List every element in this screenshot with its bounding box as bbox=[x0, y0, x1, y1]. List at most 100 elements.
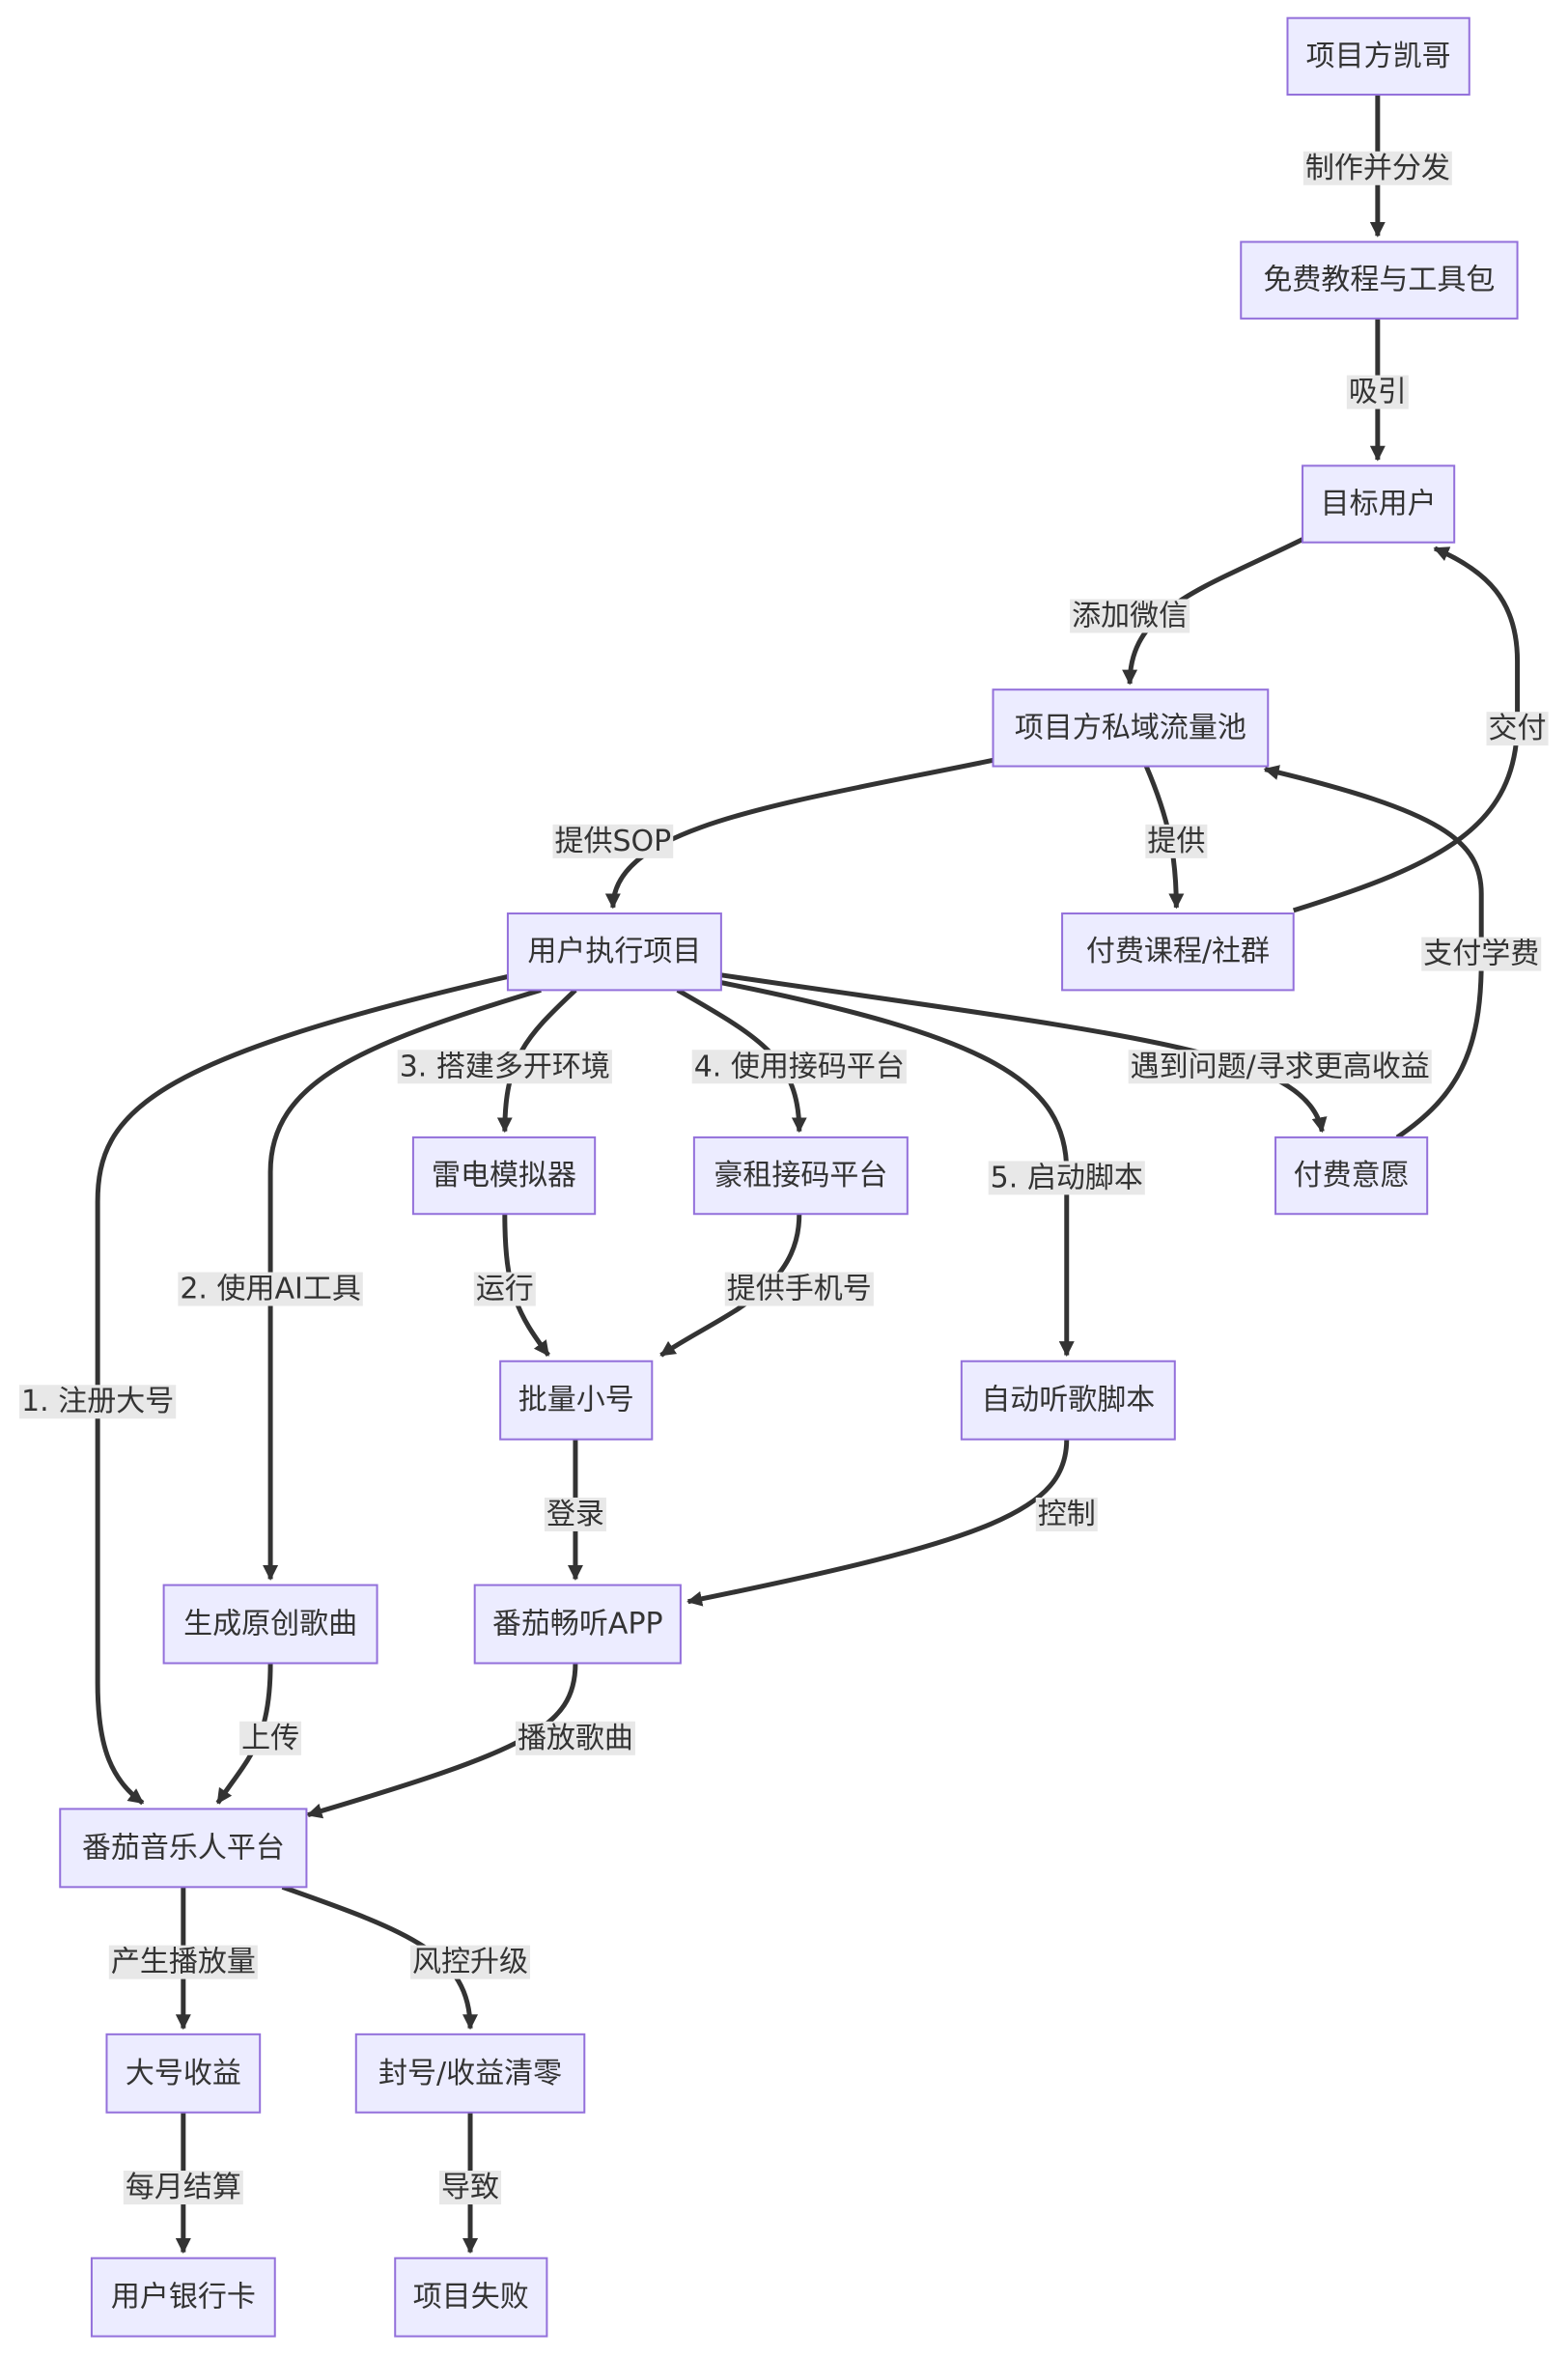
edge-label-bg-e18 bbox=[239, 1721, 302, 1755]
edge-label-text-e12: 5. 启动脚本 bbox=[991, 1161, 1143, 1194]
node-label-course: 付费课程/社群 bbox=[1086, 935, 1270, 968]
node-box-course bbox=[1061, 912, 1295, 992]
node-fail: 项目失败 bbox=[394, 2257, 548, 2338]
node-box-exec bbox=[506, 912, 722, 992]
edge-label-bg-e8 bbox=[19, 1385, 177, 1419]
node-box-kaige bbox=[1286, 16, 1470, 97]
edge-label-text-e16: 登录 bbox=[546, 1498, 604, 1531]
edge-exec-to-intent bbox=[720, 972, 1328, 1134]
node-label-pool: 项目方私域流量池 bbox=[1015, 711, 1246, 744]
edge-label-song-to-platform: 上传 bbox=[239, 1721, 302, 1755]
edge-label-bg-e19 bbox=[515, 1721, 635, 1755]
nodes: 项目方凯哥免费教程与工具包目标用户项目方私域流量池用户执行项目付费课程/社群雷电… bbox=[59, 16, 1519, 2338]
node-platform: 番茄音乐人平台 bbox=[59, 1808, 308, 1889]
edge-label-accounts-to-app: 登录 bbox=[544, 1497, 606, 1531]
edge-label-bg-e2 bbox=[1346, 375, 1409, 409]
node-label-script: 自动听歌脚本 bbox=[981, 1384, 1155, 1417]
edge-script-to-app bbox=[686, 1439, 1070, 1607]
edge-label-bg-e17 bbox=[1035, 1497, 1098, 1531]
edge-label-emulator-to-accounts: 运行 bbox=[473, 1272, 536, 1306]
edge-label-exec-to-script: 5. 启动脚本 bbox=[988, 1161, 1145, 1195]
edge-label-text-e5: 提供 bbox=[1147, 825, 1205, 858]
node-box-app bbox=[473, 1584, 682, 1665]
edge-label-text-e4: 提供SOP bbox=[554, 825, 671, 858]
edge-label-text-e17: 控制 bbox=[1038, 1498, 1096, 1531]
edge-label-pool-to-exec: 提供SOP bbox=[552, 824, 674, 858]
edge-label-text-e9: 2. 使用AI工具 bbox=[180, 1273, 361, 1306]
edge-label-ban-to-fail: 导致 bbox=[439, 2171, 502, 2205]
node-bank: 用户银行卡 bbox=[90, 2257, 276, 2338]
edge-pool-to-exec bbox=[604, 757, 994, 910]
edge-label-text-e2: 吸引 bbox=[1349, 376, 1407, 409]
edge-label-exec-to-intent: 遇到问题/寻求更高收益 bbox=[1128, 1050, 1432, 1084]
node-income: 大号收益 bbox=[105, 2033, 262, 2114]
edge-label-pool-to-course: 提供 bbox=[1145, 824, 1208, 858]
edge-label-intent-to-pool: 支付学费 bbox=[1421, 937, 1542, 971]
edge-label-text-e23: 导致 bbox=[441, 2171, 499, 2204]
edge-label-bg-e10 bbox=[397, 1050, 612, 1084]
node-pool: 项目方私域流量池 bbox=[992, 688, 1270, 768]
node-box-sms bbox=[692, 1136, 909, 1216]
edge-label-text-e8: 1. 注册大号 bbox=[21, 1385, 174, 1418]
edge-label-text-e13: 遇到问题/寻求更高收益 bbox=[1131, 1050, 1430, 1083]
edge-label-text-e3: 添加微信 bbox=[1072, 599, 1188, 632]
node-sms: 豪租接码平台 bbox=[692, 1136, 909, 1216]
edge-label-sms-to-accounts: 提供手机号 bbox=[724, 1272, 874, 1306]
node-box-emulator bbox=[411, 1136, 597, 1216]
node-label-kaige: 项目方凯哥 bbox=[1306, 40, 1451, 73]
edge-label-text-e20: 产生播放量 bbox=[111, 1946, 256, 1979]
node-accounts: 批量小号 bbox=[499, 1360, 654, 1441]
node-target: 目标用户 bbox=[1302, 464, 1456, 544]
node-kaige: 项目方凯哥 bbox=[1286, 16, 1470, 97]
edge-label-bg-e11 bbox=[691, 1050, 907, 1084]
edge-course-to-target bbox=[1292, 546, 1521, 913]
edge-label-text-e22: 每月结算 bbox=[126, 2171, 241, 2204]
edge-label-tutorial-to-target: 吸引 bbox=[1346, 375, 1409, 409]
edge-label-text-e6: 交付 bbox=[1489, 712, 1547, 745]
node-box-fail bbox=[394, 2257, 548, 2338]
node-label-bank: 用户银行卡 bbox=[111, 2281, 256, 2314]
node-label-app: 番茄畅听APP bbox=[492, 1608, 663, 1641]
edge-label-bg-e3 bbox=[1070, 599, 1190, 633]
edge-label-text-e11: 4. 使用接码平台 bbox=[694, 1050, 905, 1083]
node-box-script bbox=[960, 1360, 1176, 1441]
node-box-platform bbox=[59, 1808, 308, 1889]
node-ban: 封号/收益清零 bbox=[354, 2033, 586, 2114]
node-app: 番茄畅听APP bbox=[473, 1584, 682, 1665]
edge-label-text-e15: 提供手机号 bbox=[727, 1273, 872, 1306]
edge-label-target-to-pool: 添加微信 bbox=[1070, 599, 1190, 633]
node-script: 自动听歌脚本 bbox=[960, 1360, 1176, 1441]
node-label-target: 目标用户 bbox=[1321, 488, 1437, 521]
edge-label-bg-e12 bbox=[988, 1161, 1145, 1195]
node-label-song: 生成原创歌曲 bbox=[183, 1608, 357, 1641]
edge-label-text-e19: 播放歌曲 bbox=[518, 1722, 633, 1755]
node-label-intent: 付费意愿 bbox=[1294, 1159, 1410, 1192]
node-box-ban bbox=[354, 2033, 586, 2114]
node-box-tutorial bbox=[1240, 240, 1519, 320]
edge-label-bg-e15 bbox=[724, 1272, 874, 1306]
node-label-sms: 豪租接码平台 bbox=[714, 1159, 887, 1192]
edge-label-income-to-bank: 每月结算 bbox=[123, 2171, 243, 2205]
node-box-intent bbox=[1274, 1136, 1429, 1216]
edge-label-text-e7: 支付学费 bbox=[1423, 938, 1539, 971]
node-label-fail: 项目失败 bbox=[413, 2281, 529, 2314]
node-label-emulator: 雷电模拟器 bbox=[432, 1159, 576, 1192]
node-box-accounts bbox=[499, 1360, 654, 1441]
edge-label-bg-e14 bbox=[473, 1272, 536, 1306]
node-exec: 用户执行项目 bbox=[506, 912, 722, 992]
edge-label-bg-e21 bbox=[410, 1945, 531, 1979]
edge-exec-to-script bbox=[720, 980, 1075, 1358]
edge-label-text-e21: 风控升级 bbox=[412, 1946, 528, 1979]
edge-label-bg-e22 bbox=[123, 2171, 243, 2205]
node-label-exec: 用户执行项目 bbox=[527, 935, 701, 968]
node-box-song bbox=[162, 1584, 378, 1665]
edge-label-bg-e5 bbox=[1145, 824, 1208, 858]
edge-label-bg-e23 bbox=[439, 2171, 502, 2205]
edge-label-bg-e20 bbox=[108, 1945, 258, 1979]
edge-label-platform-to-income: 产生播放量 bbox=[108, 1945, 258, 1979]
node-box-income bbox=[105, 2033, 262, 2114]
edge-label-platform-to-ban: 风控升级 bbox=[410, 1945, 531, 1979]
edge-label-script-to-app: 控制 bbox=[1035, 1497, 1098, 1531]
